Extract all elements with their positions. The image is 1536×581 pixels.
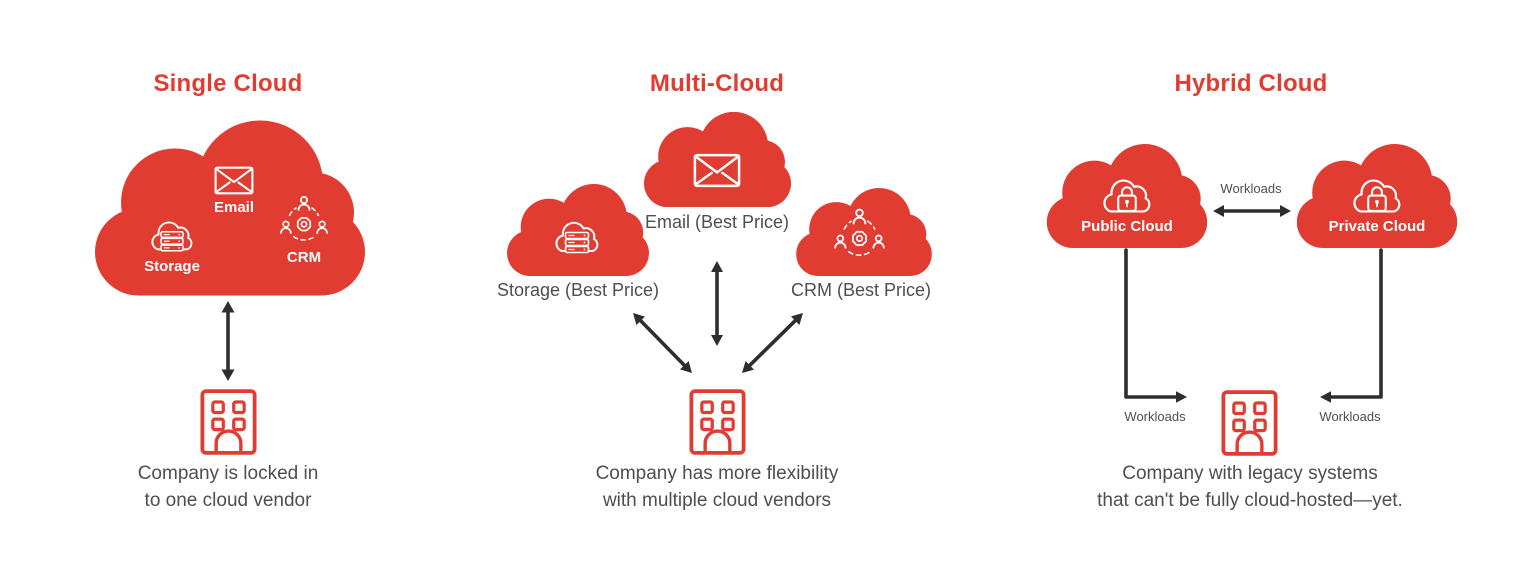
caption-line: that can't be fully cloud-hosted—yet. <box>1097 489 1403 511</box>
workloads-label-top: Workloads <box>1220 181 1282 196</box>
caption-line: Company with legacy systems <box>1122 463 1378 484</box>
public-cloud-label: Public Cloud <box>1081 218 1173 235</box>
crm-cloud-label: CRM (Best Price) <box>790 280 931 300</box>
company-building-icon <box>1221 389 1278 457</box>
email-icon <box>693 153 741 188</box>
multi-cloud-caption: Company has more flexibility with multip… <box>542 461 892 515</box>
company-building-icon <box>200 388 257 456</box>
double-arrow-horizontal-icon <box>1213 205 1291 217</box>
storage-icon <box>551 215 603 259</box>
workloads-label-left: Workloads <box>1124 409 1186 424</box>
double-arrow-vertical-icon <box>221 301 235 381</box>
single-cloud-title: Single Cloud <box>153 70 303 97</box>
cloud-lock-icon <box>1098 172 1156 218</box>
workload-elbow-arrows-icon <box>1124 248 1383 403</box>
caption-line: Company is locked in <box>137 463 319 484</box>
storage-icon <box>147 215 197 257</box>
email-icon <box>214 166 254 195</box>
workloads-label-right: Workloads <box>1319 409 1381 424</box>
multi-cloud-title: Multi-Cloud <box>649 70 785 97</box>
storage-cloud-label: Storage (Best Price) <box>496 280 660 300</box>
caption-line: Company has more flexibility <box>595 463 839 484</box>
crm-icon <box>278 193 330 248</box>
crm-service-label: CRM <box>286 249 322 266</box>
hybrid-cloud-caption: Company with legacy systems that can't b… <box>1040 461 1460 515</box>
hybrid-cloud-title: Hybrid Cloud <box>1174 70 1328 97</box>
email-cloud-label: Email (Best Price) <box>644 212 790 232</box>
company-building-icon <box>689 388 746 456</box>
cloud-lock-icon <box>1348 172 1406 218</box>
email-service-label: Email <box>213 199 255 216</box>
caption-line: to one cloud vendor <box>144 489 312 511</box>
single-cloud-caption: Company is locked in to one cloud vendor <box>78 461 378 515</box>
storage-service-label: Storage <box>144 258 200 275</box>
fan-double-arrows-icon <box>633 261 803 373</box>
private-cloud-label: Private Cloud <box>1328 218 1426 235</box>
caption-line: with multiple cloud vendors <box>602 489 832 511</box>
crm-icon <box>832 206 887 263</box>
